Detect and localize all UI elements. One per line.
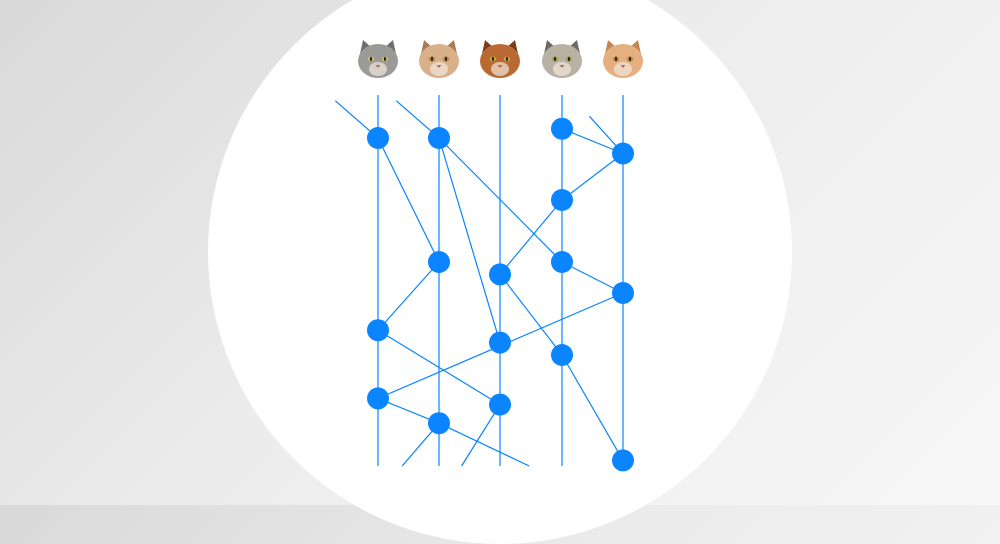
cat-network-diagram	[334, 40, 643, 472]
graph-node	[612, 282, 634, 304]
graph-node	[551, 117, 573, 140]
graph-node	[428, 412, 450, 435]
graph-node	[612, 449, 634, 472]
tabby-cat-icon	[542, 40, 582, 78]
graph-node	[551, 344, 573, 366]
gray-cat-icon	[358, 40, 398, 78]
edge-line	[377, 137, 440, 263]
edge-line	[438, 137, 501, 343]
edge-stub-line	[461, 404, 501, 467]
edge-line	[438, 137, 563, 263]
edge-line	[561, 354, 624, 461]
graph-node	[428, 251, 450, 273]
edge-line	[377, 329, 501, 406]
graph-node	[367, 127, 389, 149]
edge-line	[561, 153, 624, 201]
graph-node	[612, 142, 634, 165]
graph-node	[489, 263, 511, 286]
graph-node	[551, 251, 573, 273]
edge-line	[377, 261, 440, 331]
edge-line	[561, 261, 624, 294]
cream-cat-icon	[419, 40, 459, 78]
ginger-cat-icon	[603, 40, 643, 78]
graph-node	[367, 387, 389, 410]
graph-node	[367, 319, 389, 342]
graph-node	[551, 189, 573, 211]
edge-line	[499, 199, 563, 275]
edge-line	[499, 274, 563, 356]
graph-node	[489, 331, 511, 354]
abyssinian-cat-icon	[480, 40, 520, 78]
graph-node	[428, 127, 450, 149]
graph-node	[489, 393, 511, 416]
edge-stub-line	[438, 422, 530, 467]
